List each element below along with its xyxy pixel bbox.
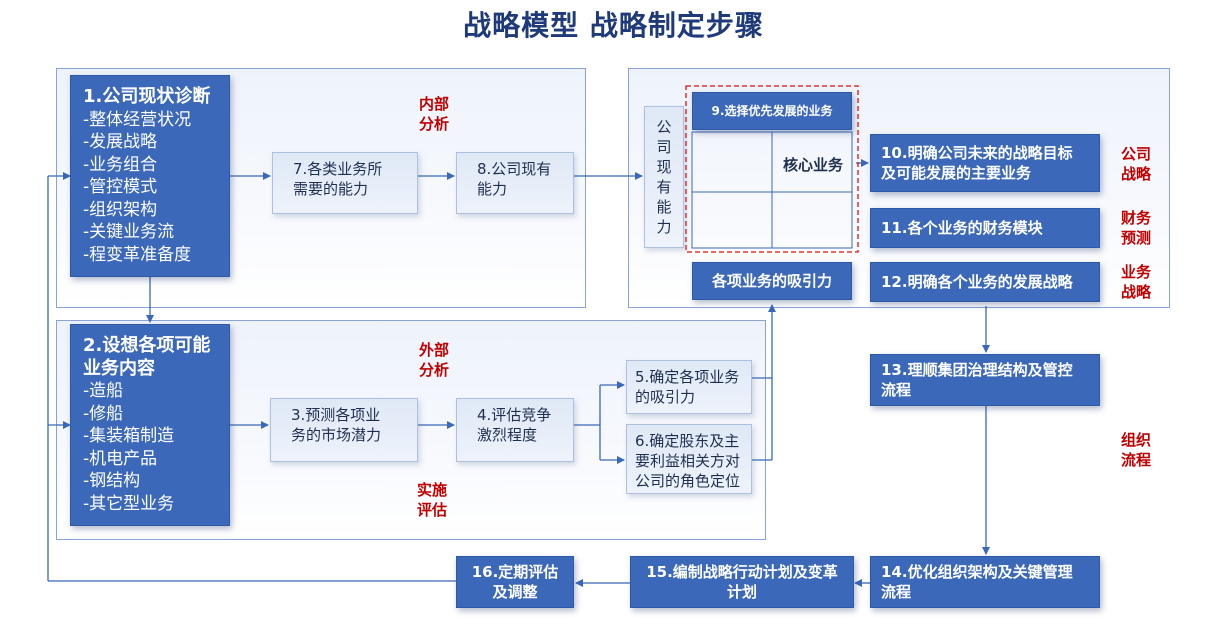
company-diagnosis-box: 1.公司现状诊断 -整体经营状况 -发展战略 -业务组合 -管控模式 -组织架构…: [70, 75, 230, 277]
organization-process-label: 组织 流程: [1114, 430, 1158, 470]
required-capability-box: 7.各类业务所 需要的能力: [272, 152, 418, 214]
box-line: 公司的角色定位: [635, 472, 741, 490]
box-line: 流程: [881, 583, 912, 601]
box-line: 10.明确公司未来的战略目标: [881, 144, 1073, 162]
box-line: 需要的能力: [293, 180, 369, 198]
strategic-goal-box: 10.明确公司未来的战略目标 及可能发展的主要业务: [870, 134, 1100, 192]
possible-business-heading-2: 业务内容: [83, 357, 155, 379]
business-item: -修船: [83, 403, 124, 424]
attractiveness-label: 各项业务的吸引力: [711, 272, 832, 290]
box-line: 16.定期评估: [471, 563, 559, 581]
label-line: 预测: [1120, 229, 1151, 247]
box-line: 15.编制战略行动计划及变革: [646, 563, 838, 581]
business-strategy-box: 12.明确各个业务的发展战略: [870, 262, 1100, 302]
current-capability-vertical-box: 公 司 现 有 能 力: [644, 106, 684, 248]
business-item: -其它型业务: [83, 493, 175, 514]
box-line: 3.预测各项业: [291, 406, 381, 424]
box-line: 6.确定股东及主: [635, 432, 740, 450]
box-line: 务的市场潜力: [291, 426, 382, 444]
box-line: 的吸引力: [635, 388, 696, 406]
attractiveness-box: 各项业务的吸引力: [692, 262, 852, 300]
org-optimization-box: 14.优化组织架构及关键管理 流程: [870, 556, 1100, 608]
vertical-char: 有: [656, 178, 672, 196]
page-title: 战略模型 战略制定步骤: [463, 9, 764, 42]
diagnosis-item: -关键业务流: [83, 222, 175, 242]
label-line: 战略: [1120, 283, 1151, 301]
label-line: 财务: [1120, 209, 1151, 227]
action-plan-box: 15.编制战略行动计划及变革 计划: [630, 556, 854, 608]
diagnosis-item: -组织架构: [83, 199, 158, 220]
label-line: 外部: [418, 341, 449, 359]
diagnosis-item: -管控模式: [83, 177, 158, 197]
box-line: 4.评估竞争: [477, 406, 552, 424]
business-item: -机电产品: [83, 448, 158, 469]
box-line: 5.确定各项业务: [635, 368, 740, 386]
vertical-char: 公: [656, 118, 672, 136]
box-line: 13.理顺集团治理结构及管控: [881, 361, 1073, 379]
diagnosis-item: -业务组合: [83, 154, 158, 175]
box-line: 及可能发展的主要业务: [881, 164, 1032, 182]
possible-business-box: 2.设想各项可能 业务内容 -造船 -修船 -集装箱制造 -机电产品 -钢结构 …: [70, 324, 230, 526]
box-line: 11.各个业务的财务模块: [881, 219, 1043, 237]
business-item: -造船: [83, 381, 124, 401]
label-line: 分析: [418, 361, 449, 379]
financial-forecast-label: 财务 预测: [1114, 208, 1158, 248]
priority-business-label: 9.选择优先发展的业务: [711, 104, 833, 118]
business-attractiveness-box: 5.确定各项业务 的吸引力: [626, 360, 752, 414]
business-strategy-label: 业务 战略: [1114, 262, 1158, 302]
label-line: 公司: [1120, 145, 1151, 163]
diagnosis-item: -发展战略: [83, 132, 158, 152]
box-line: 能力: [477, 180, 508, 198]
diagnosis-item: -整体经营状况: [83, 109, 192, 130]
label-line: 流程: [1120, 451, 1151, 469]
business-item: -钢结构: [83, 471, 141, 491]
internal-analysis-label: 内部 分析: [412, 94, 456, 134]
company-diagnosis-heading: 1.公司现状诊断: [83, 86, 211, 107]
vertical-char: 司: [656, 138, 672, 156]
current-capability-box: 8.公司现有 能力: [456, 152, 574, 214]
label-line: 分析: [418, 115, 449, 133]
label-line: 评估: [416, 501, 447, 519]
vertical-char: 力: [656, 218, 672, 236]
box-line: 14.优化组织架构及关键管理: [881, 563, 1073, 581]
box-line: 12.明确各个业务的发展战略: [881, 273, 1073, 291]
vertical-char: 现: [656, 158, 672, 176]
implementation-evaluation-label: 实施 评估: [410, 480, 454, 520]
box-line: 计划: [726, 583, 757, 601]
company-strategy-label: 公司 战略: [1114, 144, 1158, 184]
box-line: 及调整: [492, 583, 538, 601]
label-line: 内部: [418, 95, 449, 113]
label-line: 组织: [1120, 431, 1151, 449]
possible-business-heading-1: 2.设想各项可能: [83, 335, 211, 356]
label-line: 战略: [1120, 165, 1151, 183]
stakeholder-role-box: 6.确定股东及主 要利益相关方对 公司的角色定位: [626, 424, 752, 494]
business-item: -集装箱制造: [83, 426, 175, 446]
priority-business-box: 9.选择优先发展的业务: [692, 92, 852, 130]
label-line: 业务: [1120, 263, 1151, 281]
diagnosis-item: -程变革准备度: [83, 244, 192, 265]
competition-box: 4.评估竞争 激烈程度: [456, 398, 574, 462]
box-line: 7.各类业务所: [293, 160, 383, 178]
core-business-label: 核心业务: [782, 156, 843, 174]
financial-module-box: 11.各个业务的财务模块: [870, 208, 1100, 248]
external-analysis-label: 外部 分析: [412, 340, 456, 380]
box-line: 8.公司现有: [477, 160, 552, 178]
governance-box: 13.理顺集团治理结构及管控 流程: [870, 354, 1100, 406]
box-line: 要利益相关方对: [635, 452, 741, 470]
vertical-char: 能: [656, 198, 672, 216]
box-line: 激烈程度: [477, 426, 538, 444]
box-line: 流程: [881, 381, 912, 399]
label-line: 实施: [416, 481, 447, 499]
periodic-review-box: 16.定期评估 及调整: [456, 556, 574, 608]
market-potential-box: 3.预测各项业 务的市场潜力: [270, 398, 418, 462]
